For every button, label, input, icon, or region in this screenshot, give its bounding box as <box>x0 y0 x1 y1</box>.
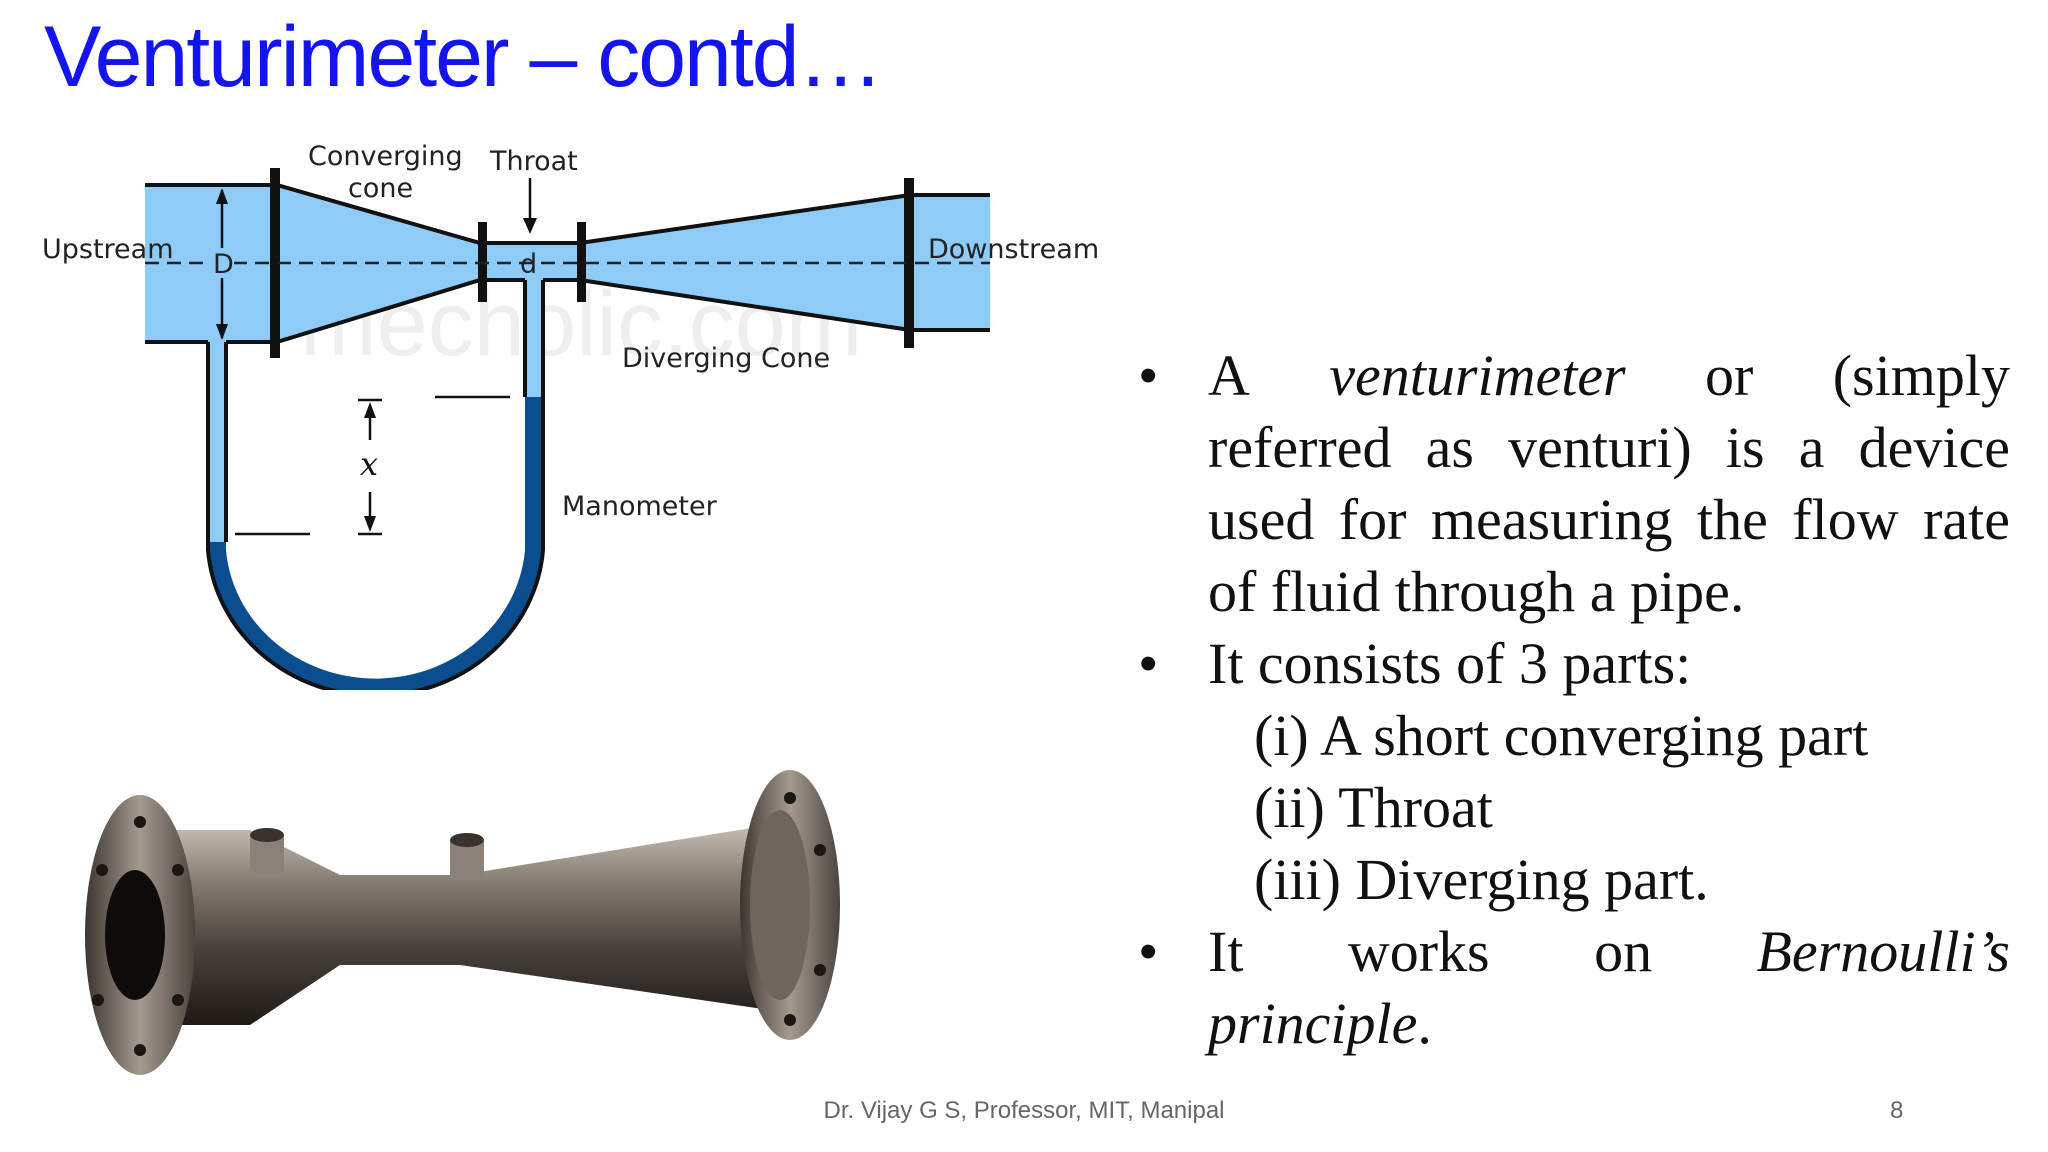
x-label: x <box>360 445 378 483</box>
manometer-label: Manometer <box>562 491 718 522</box>
downstream-label: Downstream <box>928 234 1099 265</box>
x-arrow-down <box>364 516 376 532</box>
word: A <box>1208 343 1250 408</box>
diverging-label: Diverging Cone <box>622 343 830 374</box>
D-label-bg <box>210 248 234 278</box>
right-flange-face <box>750 810 810 1000</box>
upstream-flange <box>270 168 280 358</box>
bullet-dot: • <box>1138 631 1159 696</box>
bullet-text: used for measuring the flow rate <box>1208 487 2010 552</box>
bullet-line: It works on Bernoulli’s <box>1208 916 2010 988</box>
word-principle: principle <box>1208 991 1418 1056</box>
left-flange-bore <box>105 870 165 1000</box>
upstream-label: Upstream <box>42 234 174 265</box>
bullet-text: of fluid through a pipe. <box>1208 559 1745 624</box>
bullet-line: referred as venturi) is a device <box>1208 412 2010 484</box>
bullet-dot: • <box>1138 343 1159 408</box>
page-number: 8 <box>1890 1097 1904 1124</box>
word: on <box>1594 919 1653 984</box>
bolt-hole <box>134 816 146 828</box>
D-arrow-up <box>216 188 228 204</box>
bolt-hole <box>172 864 184 876</box>
pressure-tap-upstream-top <box>250 828 284 842</box>
pipe-top-wall <box>145 183 990 245</box>
word: or <box>1705 343 1754 408</box>
bolt-hole <box>784 792 796 804</box>
bullet-line: used for measuring the flow rate <box>1208 484 2010 556</box>
converging-label-2: cone <box>348 173 413 204</box>
x-arrow-up <box>364 402 376 418</box>
D-label: D <box>213 249 234 280</box>
venturimeter-3d-render <box>85 770 840 1075</box>
bullet-text: It consists of 3 parts: <box>1208 631 1692 696</box>
venturimeter-diagram: mecholic.com D d x Converging cone Throa… <box>42 141 1099 690</box>
throat-label: Throat <box>489 146 578 177</box>
sub-item: (iii) Diverging part. <box>1254 847 1709 912</box>
converging-label-1: Converging <box>308 141 463 172</box>
bullet-text: referred as venturi) is a device <box>1208 415 2010 480</box>
venturi-body <box>150 825 800 1025</box>
bullet-item-principle: • It works on Bernoulli’s principle. <box>1120 916 2010 1060</box>
manometer-wall <box>206 280 545 690</box>
period: . <box>1417 991 1432 1056</box>
d-label: d <box>520 249 537 280</box>
slide-footer: Dr. Vijay G S, Professor, MIT, Manipal <box>823 1097 1225 1124</box>
bolt-hole <box>172 994 184 1006</box>
bolt-hole <box>784 1014 796 1026</box>
sub-item: (ii) Throat <box>1254 775 1493 840</box>
slide-title: Venturimeter – contd… <box>44 9 884 105</box>
bolt-hole <box>814 844 826 856</box>
word: works <box>1347 919 1490 984</box>
bolt-hole <box>814 964 826 976</box>
word: (simply <box>1832 343 2010 408</box>
downstream-flange <box>904 178 914 348</box>
word-bernoulli: Bernoulli’s <box>1756 919 2010 984</box>
bullet-item-definition: • A venturimeter or (simply referred as … <box>1120 340 2010 628</box>
bullet-line: principle. <box>1208 988 2010 1060</box>
bolt-hole <box>92 994 104 1006</box>
bolt-hole <box>134 1044 146 1056</box>
manometer-right-fluid <box>525 280 543 397</box>
manometer-inner-wall <box>224 280 527 542</box>
manometer-left-fluid <box>208 342 226 542</box>
word-venturimeter: venturimeter <box>1329 343 1626 408</box>
throat-flange-right <box>577 222 586 302</box>
bullet-line: A venturimeter or (simply <box>1208 340 2010 412</box>
bullet-list: • A venturimeter or (simply referred as … <box>1120 340 2010 1060</box>
D-arrow-down <box>216 324 228 340</box>
manometer-mercury <box>208 397 543 690</box>
sub-item: (i) A short converging part <box>1254 703 1869 768</box>
throat-arrow-head <box>523 218 537 234</box>
bullet-dot: • <box>1138 919 1159 984</box>
bullet-item-parts: • It consists of 3 parts: <box>1120 628 2010 700</box>
pipe-bottom-wall <box>145 278 990 344</box>
bolt-hole <box>96 864 108 876</box>
word: It <box>1208 919 1244 984</box>
pressure-tap-throat-top <box>450 833 484 847</box>
